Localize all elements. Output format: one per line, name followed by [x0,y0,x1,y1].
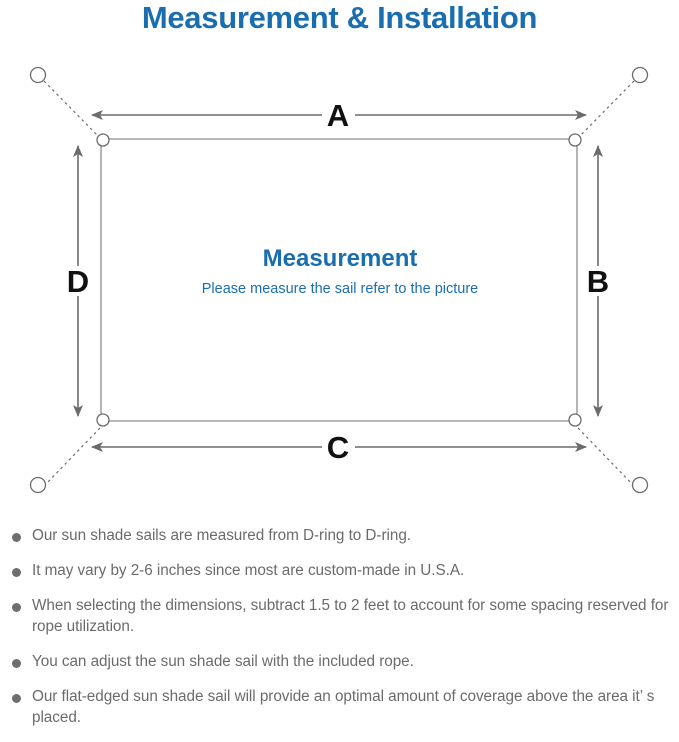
bullet-icon [12,533,21,542]
anchor-points [29,66,649,494]
note-text: When selecting the dimensions, subtract … [32,597,669,635]
list-item: You can adjust the sun shade sail with t… [0,651,679,672]
bullet-icon [12,568,21,577]
sail-diagram-svg: A C D B Measurement Please measure the s… [29,66,649,494]
note-text: Our flat-edged sun shade sail will provi… [32,688,655,726]
note-text: Our sun shade sails are measured from D-… [32,527,411,544]
note-text: It may vary by 2-6 inches since most are… [32,562,465,579]
anchor-point-bottom-left [29,476,47,494]
rope-bottom-left [43,427,101,487]
list-item: It may vary by 2-6 inches since most are… [0,560,679,581]
dimension-label-b: B [587,264,609,299]
anchor-point-bottom-right [631,476,649,494]
list-item: Our flat-edged sun shade sail will provi… [0,686,679,728]
rope-top-left [43,80,101,139]
dimension-label-a: A [327,98,349,133]
sail-center-heading: Measurement [263,245,418,272]
dimension-label-c: C [327,430,349,465]
d-ring-bottom-right [568,413,582,427]
d-ring-top-right [568,133,582,147]
rope-lines [43,80,635,487]
d-rings [96,133,582,427]
bullet-icon [12,603,21,612]
notes-list: Our sun shade sails are measured from D-… [0,525,679,742]
list-item: When selecting the dimensions, subtract … [0,595,679,637]
bullet-icon [12,694,21,703]
sail-center-subtitle: Please measure the sail refer to the pic… [202,281,478,297]
rope-bottom-right [577,427,635,487]
sail-diagram: A C D B Measurement Please measure the s… [0,48,679,518]
rope-top-right [577,80,635,139]
note-text: You can adjust the sun shade sail with t… [32,653,414,670]
d-ring-top-left [96,133,110,147]
bullet-icon [12,659,21,668]
anchor-point-top-right [631,66,649,84]
d-ring-bottom-left [96,413,110,427]
page-title: Measurement & Installation [141,0,538,35]
list-item: Our sun shade sails are measured from D-… [0,525,679,546]
shade-sail-body [100,138,578,422]
anchor-point-top-left [29,66,47,84]
dimension-label-d: D [67,264,89,299]
